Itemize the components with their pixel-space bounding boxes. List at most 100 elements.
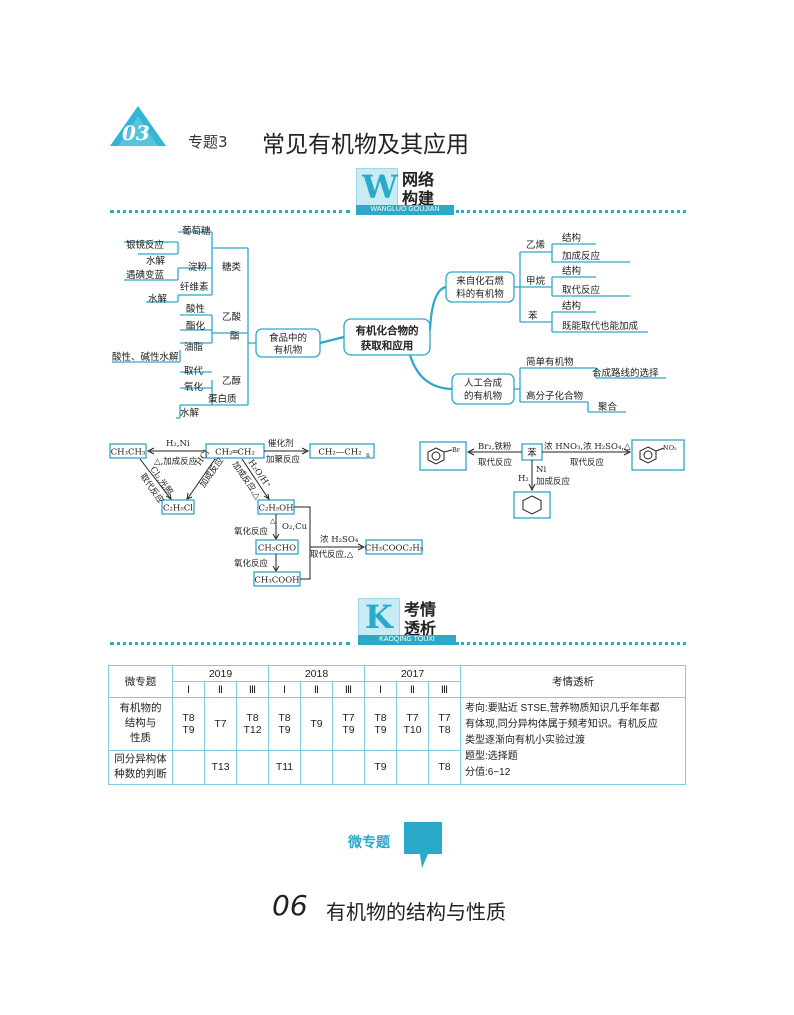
- map-polymer: 高分子化合物: [526, 390, 584, 402]
- label-o2-cu: O₂,Cu: [282, 522, 308, 532]
- divider-right: [456, 210, 686, 213]
- section-banner-network: W 网络 构建 WANGLUO GOUJIAN: [356, 168, 454, 215]
- section-title-line2: 构建: [402, 189, 435, 208]
- label-sub-delta: 取代反应,△: [310, 549, 354, 560]
- header-year-2018: 2018: [268, 665, 365, 682]
- label-oxid-1: 氧化反应: [234, 526, 269, 537]
- analysis-text: 考向:要贴近 STSE,营养物质知识几乎年年都 有体现,同分异构体属于频考知识。…: [460, 697, 686, 785]
- section2-title-line1: 考情: [404, 600, 437, 619]
- chapter-number: 03: [122, 121, 150, 145]
- map-substitution: 取代: [184, 366, 204, 377]
- cell: T9: [342, 723, 355, 736]
- label-acetic-acid: CH₃COOH: [254, 576, 299, 586]
- map-ethanol: 乙醇: [222, 375, 242, 387]
- map-ester: 酯: [230, 331, 240, 342]
- cell: T10: [403, 723, 422, 736]
- micro-topic-badge: 微专题: [348, 822, 444, 868]
- analysis-line: 考向:要贴近 STSE,营养物质知识几乎年年都: [465, 703, 660, 714]
- cell: T9: [374, 761, 387, 774]
- paper-header: Ⅲ: [332, 681, 365, 698]
- label-benzene: 苯: [527, 447, 537, 459]
- map-iodine-blue: 遇碘变蓝: [126, 269, 165, 281]
- speech-bubble-icon: [404, 822, 442, 868]
- box-polyethylene: [309, 443, 375, 459]
- row1-name-3: 性质: [130, 732, 151, 745]
- concept-map: 有机化合物的 获取和应用 食品中的 有机物 来自化石燃 料的有机物 人工合成 的…: [109, 225, 685, 587]
- fossil-node-line2: 料的有机物: [456, 288, 504, 300]
- paper-header: Ⅰ: [172, 681, 205, 698]
- map-sugar: 糖类: [222, 261, 242, 273]
- label-add-rxn-b: 加成反应: [536, 476, 571, 487]
- cell: T7: [406, 711, 419, 724]
- section-letter-box-2: K: [358, 598, 400, 636]
- cell: T8: [182, 711, 195, 724]
- map-benzene: 苯: [528, 310, 538, 322]
- divider-left-2: [110, 642, 350, 645]
- cell: T8: [374, 711, 387, 724]
- box-bromobenzene: [419, 441, 467, 471]
- cell: T7: [438, 711, 451, 724]
- map-structure-3: 结构: [562, 300, 581, 312]
- section-banner-exam: K 考情 透析 KAOQING TOUXI: [358, 598, 456, 645]
- paper-header: Ⅰ: [364, 681, 397, 698]
- map-acetic-acid: 乙酸: [222, 311, 242, 323]
- map-substitution-rxn: 取代反应: [562, 284, 601, 296]
- label-catalyst: 催化剂: [268, 438, 294, 449]
- map-both: 既能取代也能加成: [562, 320, 639, 332]
- header-year-2017: 2017: [364, 665, 461, 682]
- section-letter-box: W: [356, 168, 398, 206]
- label-addpoly: 加聚反应: [266, 454, 301, 465]
- map-polymerize: 聚合: [598, 401, 618, 413]
- cell: T12: [243, 723, 262, 736]
- center-node-line1: 有机化合物的: [356, 324, 419, 337]
- micro-topic-title: 有机物的结构与性质: [326, 900, 506, 924]
- map-oxidation: 氧化: [184, 381, 204, 393]
- map-silver-mirror: 银镜反应: [126, 239, 165, 251]
- map-simple-organics: 简单有机物: [526, 356, 574, 368]
- map-oils: 油脂: [184, 341, 204, 353]
- header-year-2019: 2019: [172, 665, 269, 682]
- food-node-line2: 有机物: [274, 344, 303, 356]
- section2-title-line2: 透析: [404, 619, 437, 638]
- label-acetaldehyde: CH₃CHO: [258, 544, 296, 554]
- table-row: 同分异构体 种数的判断 T13 T11 T9 T8: [108, 749, 686, 786]
- box-chloroethane: [161, 499, 195, 515]
- paper-header: Ⅱ: [204, 681, 237, 698]
- analysis-line: 类型逐渐向有机小实验过渡: [465, 735, 585, 746]
- topic-label: 专题3: [188, 133, 228, 151]
- cell: T13: [211, 761, 230, 774]
- section-pinyin: WANGLUO GOUJIAN: [356, 205, 454, 215]
- label-h2: H₂: [518, 474, 529, 484]
- cell: T8: [438, 723, 451, 736]
- label-sub-rxn-b: 取代反应: [478, 457, 513, 468]
- label-ethane: CH₃CH₃: [111, 448, 146, 458]
- cell: T9: [374, 723, 387, 736]
- micro-topic-label: 微专题: [348, 835, 390, 851]
- label-br2-fe: Br₂,铁粉: [478, 441, 512, 452]
- center-node-line2: 获取和应用: [361, 339, 414, 352]
- label-ethyl-acetate: CH₃COOC₂H₅: [365, 544, 424, 554]
- map-hydrolysis-3: 水解: [180, 407, 200, 419]
- header-analysis: 考情透析: [460, 665, 686, 698]
- section2-pinyin: KAOQING TOUXI: [358, 635, 456, 645]
- label-ethylene: CH₂═CH₂: [215, 448, 255, 458]
- map-hydrolysis-1: 水解: [146, 255, 166, 267]
- label-n: n: [366, 452, 370, 459]
- cell: T8: [246, 711, 259, 724]
- map-starch: 淀粉: [188, 261, 208, 273]
- page-title: 常见有机物及其应用: [262, 132, 469, 158]
- food-node-line1: 食品中的: [269, 332, 307, 344]
- cell: T11: [275, 761, 294, 774]
- analysis-line: 分值:6~12: [465, 767, 511, 778]
- label-conc-h2so4: 浓 H₂SO₄: [320, 535, 359, 545]
- synthetic-node-line2: 的有机物: [464, 390, 503, 402]
- label-oxid-2: 氧化反应: [234, 558, 269, 569]
- label-delta: △: [270, 517, 276, 525]
- map-structure-1: 结构: [562, 232, 581, 244]
- cell: T7: [342, 711, 355, 724]
- map-structure-2: 结构: [562, 265, 581, 277]
- box-ethane: [109, 443, 147, 459]
- paper-header: Ⅱ: [300, 681, 333, 698]
- paper-header: Ⅱ: [396, 681, 429, 698]
- analysis-line: 题型:选择题: [465, 751, 518, 762]
